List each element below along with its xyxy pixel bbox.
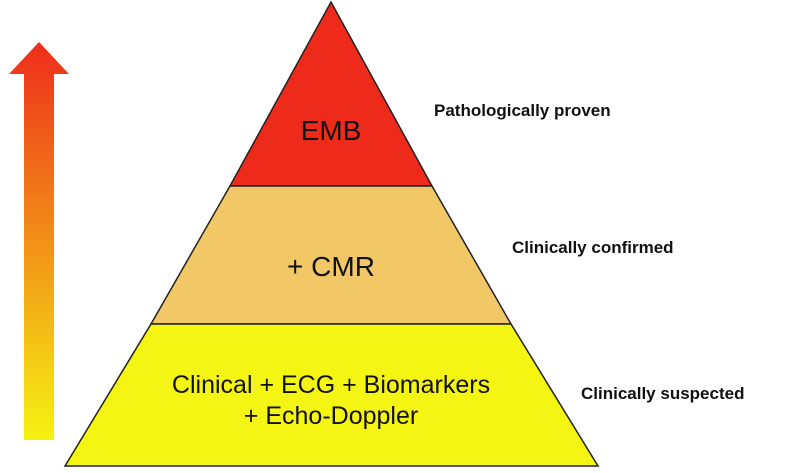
label-pathologically-proven: Pathologically proven <box>434 101 611 120</box>
tier-text-clinical-line1: Clinical + ECG + Biomarkers <box>172 371 490 399</box>
certainty-arrow-icon <box>9 42 69 440</box>
label-clinically-confirmed: Clinically confirmed <box>512 238 674 257</box>
tier-text-clinical-line2: + Echo-Doppler <box>244 402 418 430</box>
tier-text-cmr: + CMR <box>287 251 375 282</box>
pyramid-tier-emb <box>228 0 434 187</box>
tier-text-emb: EMB <box>301 115 362 146</box>
label-clinically-suspected: Clinically suspected <box>581 384 745 403</box>
pyramid-tier-clinical <box>63 323 600 467</box>
